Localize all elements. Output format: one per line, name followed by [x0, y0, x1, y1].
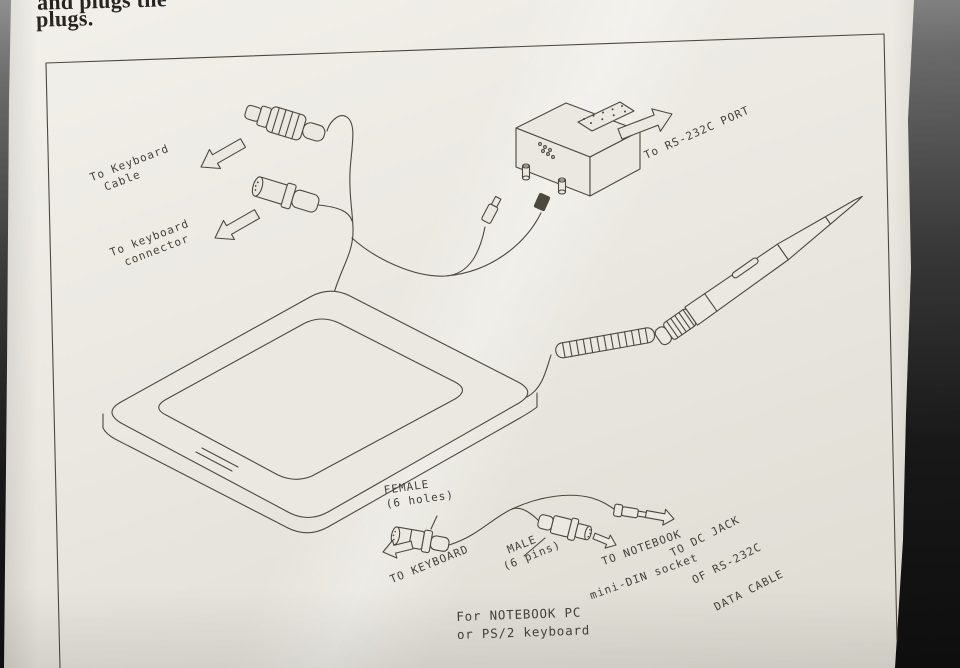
dc-plug-to-adapter [481, 195, 502, 224]
rs232c-adapter [481, 101, 641, 224]
adapter-detail-holes [538, 142, 555, 159]
keyboard-cable-connector [244, 104, 326, 142]
digitizer-tablet [102, 290, 538, 534]
arrow-to-notebook [592, 532, 617, 549]
keyboard-connector [251, 176, 320, 213]
label-leader-lines [430, 515, 546, 557]
diagram-frame [45, 33, 898, 668]
pen-coil-cable [555, 327, 656, 359]
arrow-to-rs232c-port [617, 108, 673, 140]
page-body-text: plugs. [35, 5, 94, 32]
male-mini-din [537, 514, 593, 541]
stylus-pen [654, 195, 863, 346]
direction-arrows [200, 108, 675, 559]
label-for-notebook-pc: For NOTEBOOK PC or PS/2 keyboard [456, 603, 590, 644]
db9-pins [583, 105, 626, 124]
arrow-to-keyboard-cable [200, 138, 247, 170]
adapter-screws [521, 163, 567, 195]
cable-lines [317, 115, 615, 546]
dc-plug [612, 503, 648, 519]
arrow-to-keyboard [382, 539, 414, 559]
arrow-to-keyboard-connector [214, 209, 261, 241]
arrow-to-dc-jack [644, 508, 675, 526]
